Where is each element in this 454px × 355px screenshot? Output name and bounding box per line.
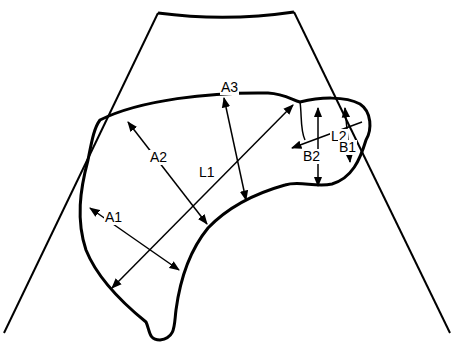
dimension-label: A2 [149,150,168,165]
sector-top-arc [158,12,294,17]
sector-left-edge [4,13,158,333]
b2-arrow [317,108,319,186]
dimension-label: L1 [198,165,216,180]
dimension-label: A1 [104,210,123,225]
lobe-contour [300,102,305,140]
a3-arrow [224,98,246,200]
organ-outline [80,93,370,340]
l1-arrow [112,105,293,288]
dimension-label: A3 [220,80,239,95]
a1-arrow [90,208,179,270]
dimension-label: B1 [338,140,357,155]
dimension-label: B2 [302,149,321,164]
sector-right-edge [294,12,450,333]
a2-arrow [128,122,207,224]
